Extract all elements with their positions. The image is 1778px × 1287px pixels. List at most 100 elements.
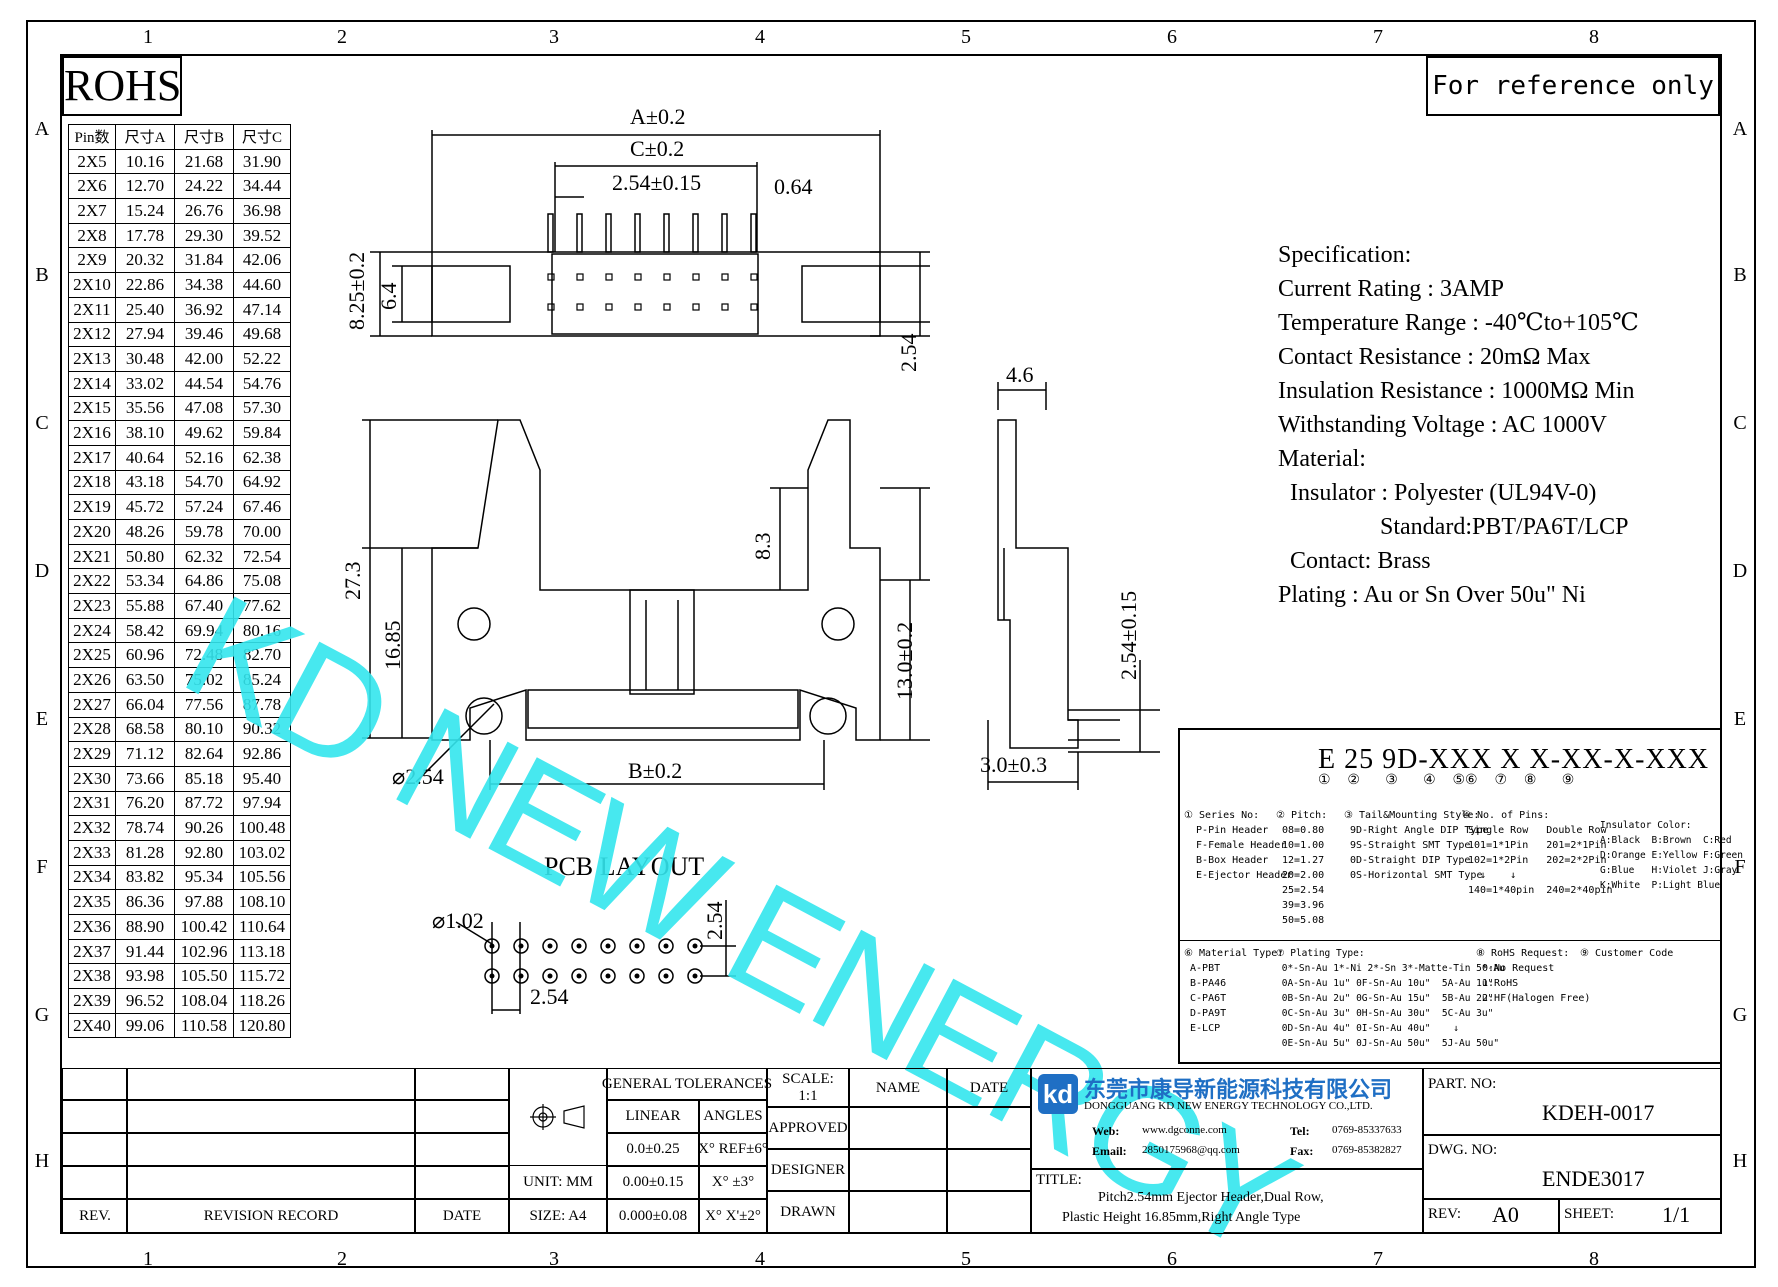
pcb-hole-center [489, 943, 495, 949]
sheet-label: SHEET: [1564, 1206, 1615, 1222]
table-cell: 91.44 [115, 938, 175, 965]
zone-col-6-top: 6 [1167, 26, 1177, 48]
dim-1685: 16.85 [380, 621, 405, 671]
part-no-value: KDEH-0017 [1542, 1100, 1655, 1125]
date-header: DATE [946, 1068, 1032, 1108]
spec-line: Material: [1278, 446, 1366, 472]
company-cell [1030, 1068, 1424, 1170]
pcb-hole-center [605, 943, 611, 949]
zone-row-B-right: B [1733, 264, 1747, 286]
table-cell: 76.20 [115, 790, 175, 817]
table-cell: 27.94 [115, 321, 175, 348]
table-cell: 77.62 [233, 593, 291, 619]
spec-line: Contact: Brass [1278, 548, 1431, 574]
dwg-no-cell [1422, 1134, 1722, 1200]
contact-square [576, 273, 584, 281]
company-name-en: DONGGUANG KD NEW ENERGY TECHNOLOGY CO.,L… [1084, 1100, 1373, 1112]
legend-material: ⑥ Material Type: A-PBT B-PA46 C-PA6T D-P… [1184, 948, 1284, 1034]
table-cell: 44.60 [233, 272, 291, 298]
dim-254-side: 2.54±0.15 [1116, 591, 1141, 680]
pcb-hole-center [692, 973, 698, 979]
table-cell: 110.64 [233, 914, 291, 940]
tel-label: Tel: [1290, 1124, 1310, 1138]
designer-label: DESIGNER [766, 1148, 850, 1192]
table-cell: 57.30 [233, 395, 291, 422]
contact-square [547, 273, 555, 281]
zone-col-7-top: 7 [1373, 26, 1383, 48]
pcb-hole [658, 968, 674, 984]
rev-label: REV: [1428, 1206, 1462, 1222]
dim-table-header: Pin数 [68, 124, 116, 150]
table-cell: 55.88 [115, 593, 175, 619]
dim-273: 27.3 [340, 562, 365, 601]
rev-cell [1422, 1198, 1560, 1234]
table-cell: 2X29 [68, 741, 116, 767]
table-cell: 120.80 [233, 1012, 291, 1039]
zone-col-8-top: 8 [1589, 26, 1599, 48]
tol-linear-3: 0.000±0.08 [606, 1198, 700, 1234]
zone-col-6-bottom: 6 [1167, 1248, 1177, 1270]
legend-plating: ⑦ Plating Type: 0*-Sn-Au 1*-Ni 2*-Sn 3*-… [1276, 948, 1505, 1049]
linear-header: LINEAR [606, 1099, 700, 1134]
legend-pitch: ② Pitch: 08=0.80 10=1.00 12=1.27 20=2.00… [1276, 810, 1328, 926]
zone-row-B-left: B [35, 264, 49, 286]
pcb-hole [571, 938, 587, 954]
zone-row-F-right: F [1734, 856, 1746, 878]
pcb-hole [600, 968, 616, 984]
pcb-hole-center [576, 973, 582, 979]
pcb-hole-center [663, 973, 669, 979]
pcb-hole-center [692, 943, 698, 949]
spec-line: Plating : Au or Sn Over 50u" Ni [1278, 582, 1586, 608]
table-cell: 2X26 [68, 667, 116, 693]
pcb-hole [629, 968, 645, 984]
contact-square [750, 303, 758, 311]
table-cell: 90.32 [233, 716, 291, 743]
table-cell: 97.88 [174, 889, 234, 915]
title-line-2: Plastic Height 16.85mm,Right Angle Type [1062, 1210, 1301, 1225]
spec-line: Insulation Resistance : 1000MΩ Min [1278, 378, 1635, 404]
spec-line: Specification: [1278, 242, 1412, 268]
table-cell: 59.78 [174, 519, 234, 545]
pcb-hole [542, 938, 558, 954]
projection-icon [530, 1104, 585, 1130]
table-cell: 57.24 [174, 494, 234, 520]
pcb-hole [542, 968, 558, 984]
table-cell: 77.56 [174, 691, 234, 718]
tol-linear-2: 0.00±0.15 [606, 1165, 700, 1200]
outer-frame [26, 20, 1756, 1268]
pcb-hole [687, 968, 703, 984]
dim-hole: ⌀2.54 [392, 764, 444, 789]
contact-square [721, 303, 729, 311]
pcb-hole-center [518, 973, 524, 979]
table-cell: 47.08 [174, 395, 234, 422]
top-view-pins [547, 213, 757, 253]
zone-col-7-bottom: 7 [1373, 1248, 1383, 1270]
table-cell: 49.68 [233, 321, 291, 348]
legend-color: Insulator Color: A:Black B:Brown C:Red D… [1600, 820, 1743, 891]
legend-style: ③ Tail&Mounting Style: 9D-Right Angle DI… [1344, 810, 1489, 881]
zone-col-4-top: 4 [755, 26, 765, 48]
revision-record-header: REVISION RECORD [126, 1198, 416, 1234]
zone-row-G-left: G [34, 1004, 50, 1026]
part-no-label: PART. NO: [1428, 1076, 1497, 1092]
web-label: Web: [1092, 1124, 1120, 1138]
table-cell: 29.30 [174, 222, 234, 249]
table-cell: 10.16 [115, 148, 175, 175]
dim-83: 8.3 [750, 533, 775, 561]
dim-46: 4.6 [1006, 362, 1034, 387]
table-cell: 40.64 [115, 444, 175, 471]
legend-customer: ⑨ Customer Code [1580, 948, 1674, 959]
pcb-hole-center [547, 973, 553, 979]
contact-square [634, 273, 642, 281]
legend-series: ① Series No: P-Pin Header F-Female Heade… [1184, 810, 1293, 881]
zone-row-E-left: E [35, 708, 49, 730]
unit: UNIT: MM [508, 1165, 608, 1200]
contact-square [576, 303, 584, 311]
